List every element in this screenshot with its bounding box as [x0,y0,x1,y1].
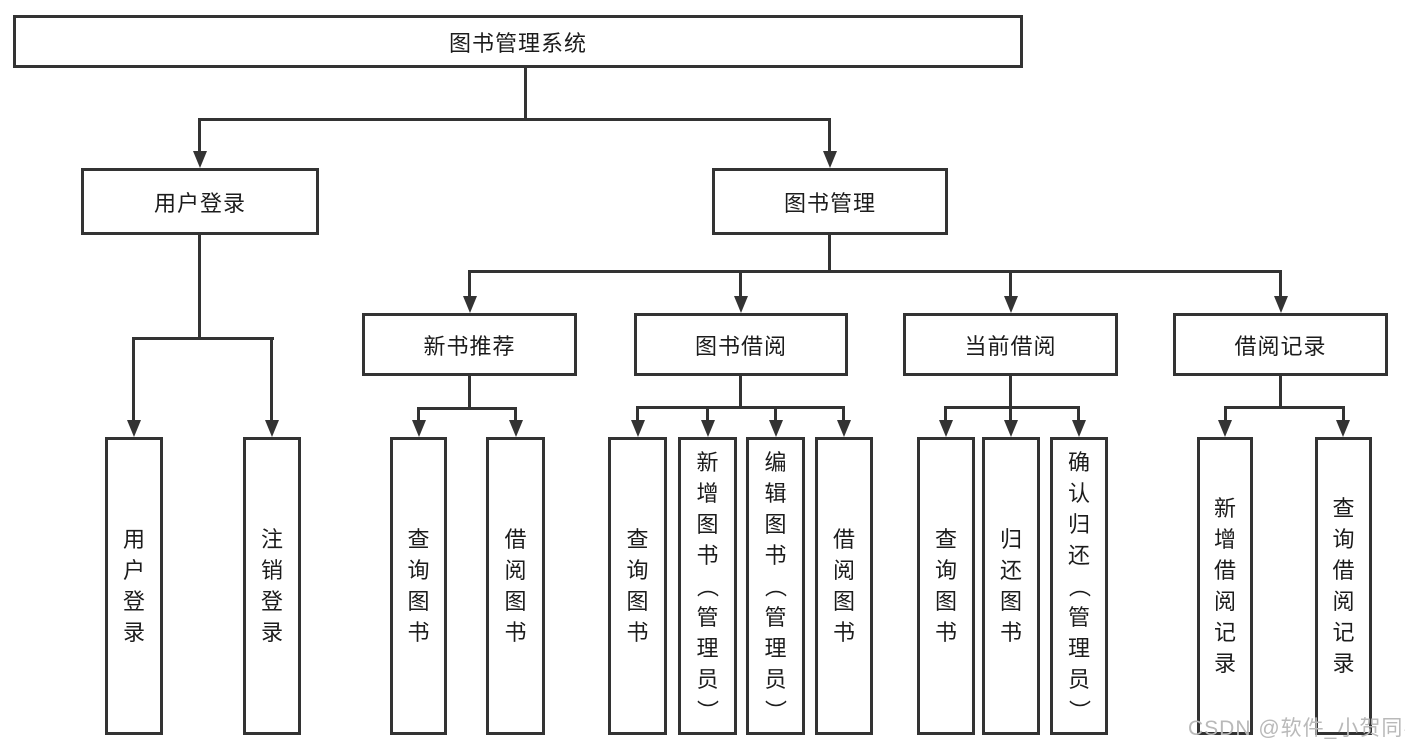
connector-line [514,407,517,421]
arrowhead-down-icon [939,420,953,437]
connector-line [1009,375,1012,406]
arrowhead-down-icon [265,420,279,437]
connector-line [198,118,831,121]
leaf-logout: 注销登录 [243,437,301,735]
connector-line [198,235,201,337]
connector-line [132,337,274,340]
leaf-add-borrow-record: 新增借阅记录 [1197,437,1253,735]
connector-line [469,270,1282,273]
connector-line [468,270,471,298]
connector-line [944,406,947,421]
node-library-management-system: 图书管理系统 [13,15,1023,68]
connector-line [944,406,1080,409]
connector-line [1077,406,1080,421]
connector-line [828,235,831,270]
connector-line [417,407,517,410]
arrowhead-down-icon [1336,420,1350,437]
leaf-query-books-recommend: 查询图书 [390,437,447,735]
connector-line [270,337,273,421]
arrowhead-down-icon [127,420,141,437]
leaf-query-borrow-record: 查询借阅记录 [1315,437,1372,735]
node-user-login: 用户登录 [81,168,319,235]
connector-line [1224,406,1345,409]
connector-line [132,337,135,421]
connector-line [1224,406,1227,421]
leaf-user-login: 用户登录 [105,437,163,735]
arrowhead-down-icon [769,420,783,437]
connector-line [1009,270,1012,298]
connector-line [842,406,845,421]
node-current-borrowing: 当前借阅 [903,313,1118,376]
connector-line [706,406,709,421]
arrowhead-down-icon [734,296,748,313]
connector-line [1279,375,1282,406]
node-borrowing-records: 借阅记录 [1173,313,1388,376]
arrowhead-down-icon [1218,420,1232,437]
connector-line [417,407,420,421]
connector-line [828,118,831,152]
connector-line [198,118,201,152]
connector-line [636,406,639,421]
arrowhead-down-icon [193,151,207,168]
connector-line [1009,406,1012,421]
connector-line [636,406,845,409]
leaf-confirm-return-admin: 确认归还（管理员） [1050,437,1108,735]
leaf-query-books-borrowing: 查询图书 [608,437,667,735]
arrowhead-down-icon [509,420,523,437]
connector-line [468,375,471,407]
leaf-edit-books-admin: 编辑图书（管理员） [746,437,805,735]
connector-line [739,270,742,298]
arrowhead-down-icon [1274,296,1288,313]
connector-line [774,406,777,421]
arrowhead-down-icon [1004,420,1018,437]
csdn-watermark: CSDN @软件_小贺同学 [1188,717,1405,740]
leaf-borrow-books: 借阅图书 [815,437,873,735]
arrowhead-down-icon [701,420,715,437]
arrowhead-down-icon [823,151,837,168]
arrowhead-down-icon [1004,296,1018,313]
leaf-query-books-current: 查询图书 [917,437,975,735]
node-book-management: 图书管理 [712,168,948,235]
leaf-borrow-books-recommend: 借阅图书 [486,437,545,735]
connector-line [1279,270,1282,298]
leaf-return-books: 归还图书 [982,437,1040,735]
connector-line [739,375,742,406]
leaf-add-books-admin: 新增图书（管理员） [678,437,737,735]
node-book-borrowing: 图书借阅 [634,313,848,376]
node-new-book-recommend: 新书推荐 [362,313,577,376]
arrowhead-down-icon [631,420,645,437]
arrowhead-down-icon [463,296,477,313]
arrowhead-down-icon [412,420,426,437]
connector-line [1342,406,1345,421]
arrowhead-down-icon [837,420,851,437]
arrowhead-down-icon [1072,420,1086,437]
connector-line [524,67,527,118]
